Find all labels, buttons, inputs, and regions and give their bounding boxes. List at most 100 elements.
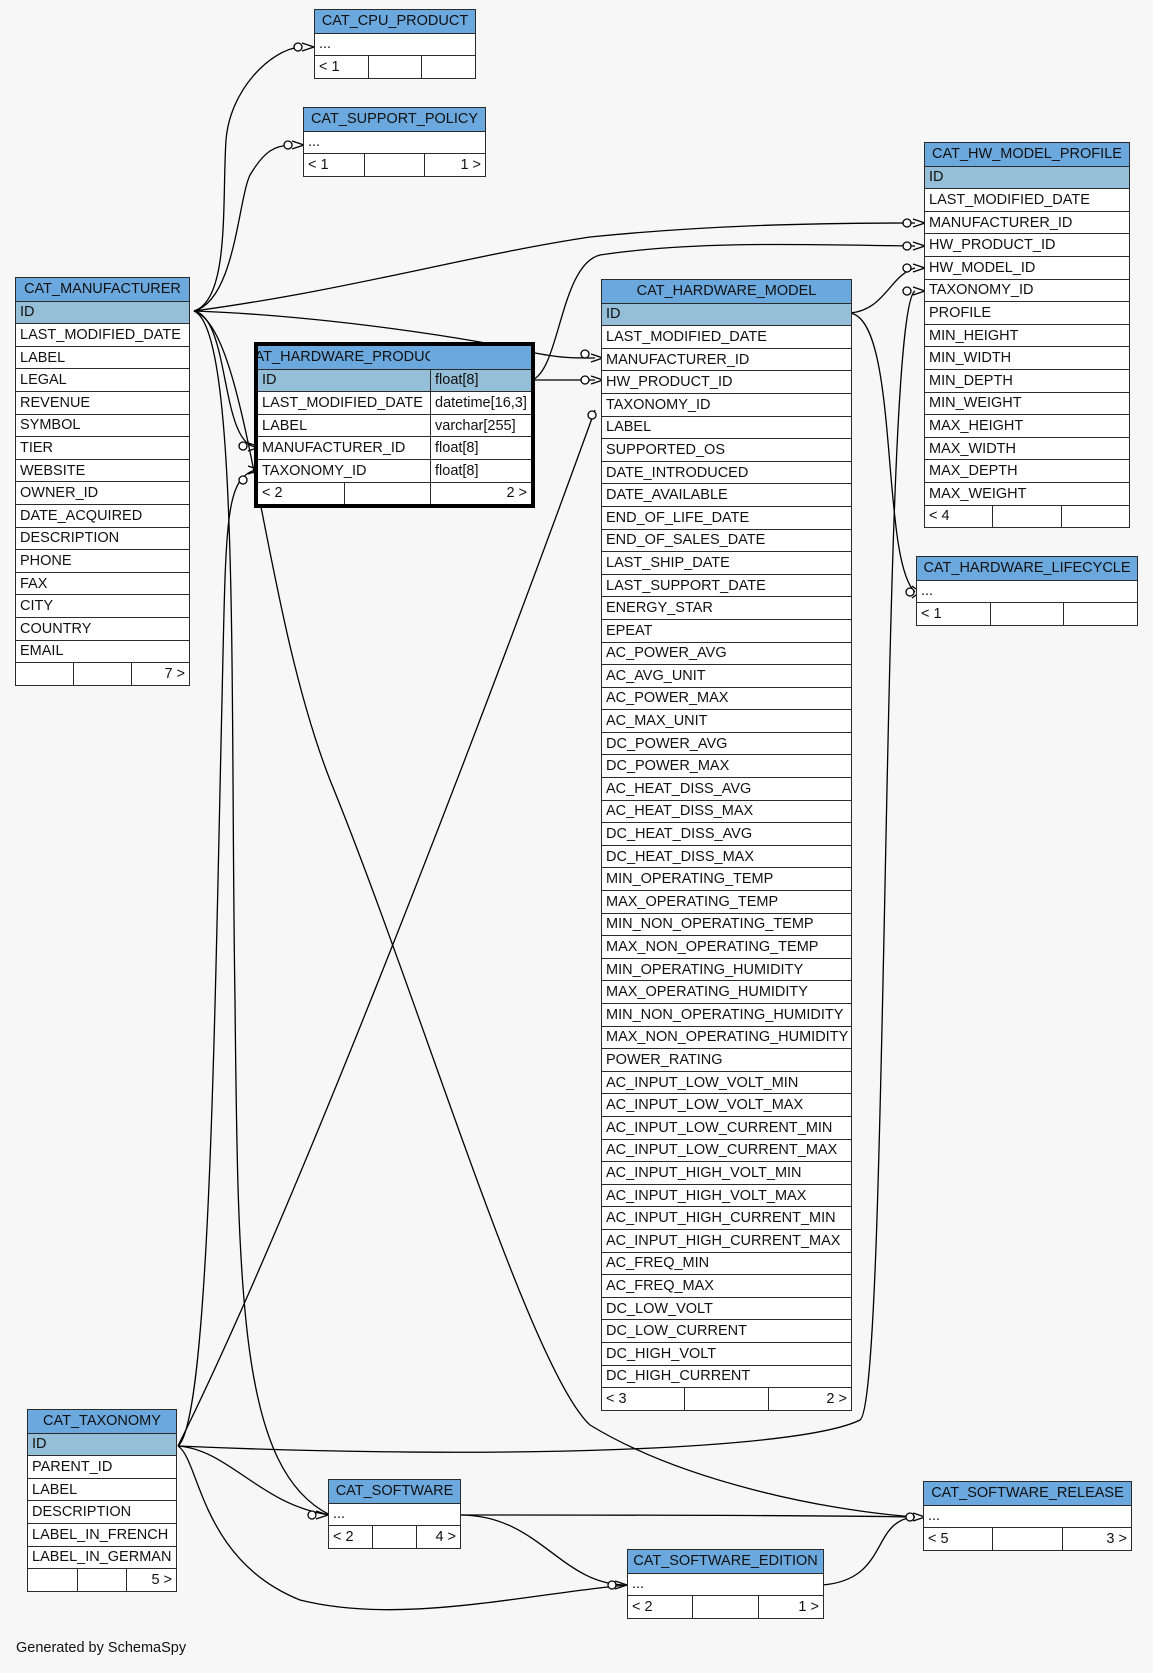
column-row[interactable]: AC_FREQ_MIN bbox=[602, 1251, 851, 1275]
table-title[interactable]: CAT_SOFTWARE bbox=[329, 1480, 460, 1503]
column-row[interactable]: OWNER_ID bbox=[16, 481, 189, 504]
column-row[interactable]: ... bbox=[304, 130, 485, 154]
column-row[interactable]: MAX_WEIGHT bbox=[925, 481, 1129, 505]
column-row[interactable]: MAX_OPERATING_HUMIDITY bbox=[602, 980, 851, 1003]
column-row[interactable]: DESCRIPTION bbox=[28, 1500, 176, 1523]
column-row[interactable]: DATE_INTRODUCED bbox=[602, 460, 851, 484]
primary-key-row[interactable]: ID bbox=[602, 302, 851, 326]
table-title[interactable]: CAT_SOFTWARE_RELEASE bbox=[924, 1482, 1131, 1505]
column-row[interactable]: ... bbox=[917, 579, 1137, 603]
primary-key-row[interactable]: ID bbox=[16, 300, 189, 324]
column-row[interactable]: LAST_MODIFIED_DATE bbox=[602, 325, 851, 348]
column-row[interactable]: MAX_DEPTH bbox=[925, 459, 1129, 482]
table-title[interactable]: CAT_TAXONOMY bbox=[28, 1410, 176, 1433]
table-cat-hardware-model[interactable]: CAT_HARDWARE_MODEL ID LAST_MODIFIED_DATE… bbox=[601, 279, 852, 1411]
column-row[interactable]: ... bbox=[329, 1502, 460, 1526]
table-cat-hw-model-profile[interactable]: CAT_HW_MODEL_PROFILE ID LAST_MODIFIED_DA… bbox=[924, 142, 1130, 529]
column-row[interactable]: MIN_NON_OPERATING_HUMIDITY bbox=[602, 1003, 851, 1026]
column-row[interactable]: TAXONOMY_ID bbox=[602, 392, 851, 416]
column-row[interactable]: DC_POWER_AVG bbox=[602, 731, 851, 755]
column-row[interactable]: REVENUE bbox=[16, 390, 189, 414]
column-row[interactable]: AC_AVG_UNIT bbox=[602, 664, 851, 687]
column-row[interactable]: LABEL bbox=[16, 345, 189, 369]
table-title[interactable]: CAT_CPU_PRODUCT bbox=[315, 10, 475, 33]
table-nav-row[interactable]: 7 > bbox=[16, 662, 189, 685]
column-row[interactable]: FAX bbox=[16, 571, 189, 595]
column-row[interactable]: LAST_MODIFIED_DATE bbox=[16, 323, 189, 346]
column-row[interactable]: MIN_OPERATING_HUMIDITY bbox=[602, 957, 851, 981]
column-row[interactable]: LAST_SHIP_DATE bbox=[602, 551, 851, 574]
column-row[interactable]: AC_INPUT_LOW_CURRENT_MAX bbox=[602, 1138, 851, 1162]
column-row[interactable]: ENERGY_STAR bbox=[602, 596, 851, 619]
column-row[interactable]: AC_INPUT_LOW_VOLT_MIN bbox=[602, 1070, 851, 1094]
column-row[interactable]: ... bbox=[315, 32, 475, 56]
column-row[interactable]: END_OF_LIFE_DATE bbox=[602, 505, 851, 529]
column-row[interactable]: PROFILE bbox=[925, 301, 1129, 324]
column-row[interactable]: AC_INPUT_LOW_CURRENT_MIN bbox=[602, 1115, 851, 1139]
primary-key-row[interactable]: ID bbox=[925, 165, 1129, 189]
column-row[interactable]: AC_MAX_UNIT bbox=[602, 709, 851, 732]
column-row[interactable]: MIN_WEIGHT bbox=[925, 391, 1129, 415]
column-row[interactable]: AC_INPUT_HIGH_VOLT_MIN bbox=[602, 1161, 851, 1184]
column-row[interactable]: AC_POWER_MAX bbox=[602, 686, 851, 710]
column-row[interactable]: AC_HEAT_DISS_AVG bbox=[602, 777, 851, 800]
column-row[interactable]: AC_INPUT_HIGH_CURRENT_MIN bbox=[602, 1206, 851, 1229]
column-row[interactable]: ... bbox=[628, 1572, 823, 1596]
column-row[interactable]: MANUFACTURER_ID bbox=[925, 210, 1129, 234]
column-row[interactable]: DC_HEAT_DISS_MAX bbox=[602, 844, 851, 868]
table-cat-hardware-lifecycle[interactable]: CAT_HARDWARE_LIFECYCLE ... < 1 bbox=[916, 556, 1138, 626]
column-row[interactable]: HW_MODEL_ID bbox=[925, 255, 1129, 279]
table-title[interactable]: CAT_MANUFACTURER bbox=[16, 278, 189, 301]
column-row[interactable]: DESCRIPTION bbox=[16, 526, 189, 550]
column-row[interactable]: MIN_NON_OPERATING_TEMP bbox=[602, 912, 851, 936]
column-row[interactable]: DC_HIGH_VOLT bbox=[602, 1341, 851, 1365]
column-row[interactable]: AC_POWER_AVG bbox=[602, 641, 851, 665]
column-row[interactable]: AC_FREQ_MAX bbox=[602, 1274, 851, 1297]
column-row[interactable]: CITY bbox=[16, 594, 189, 617]
column-row[interactable]: AC_INPUT_HIGH_VOLT_MAX bbox=[602, 1183, 851, 1207]
table-title[interactable]: CAT_SUPPORT_POLICY bbox=[304, 108, 485, 131]
column-row[interactable]: AC_HEAT_DISS_MAX bbox=[602, 799, 851, 823]
column-row[interactable]: LAST_MODIFIED_DATE bbox=[925, 188, 1129, 211]
table-title[interactable]: CAT_HW_MODEL_PROFILE bbox=[925, 143, 1129, 166]
table-title[interactable]: CAT_HARDWARE_LIFECYCLE bbox=[917, 557, 1137, 580]
column-row[interactable]: AC_INPUT_LOW_VOLT_MAX bbox=[602, 1093, 851, 1116]
column-row[interactable]: DC_HEAT_DISS_AVG bbox=[602, 822, 851, 845]
column-row[interactable]: DC_POWER_MAX bbox=[602, 754, 851, 777]
column-row[interactable]: WEBSITE bbox=[16, 458, 189, 482]
column-row[interactable]: MAX_HEIGHT bbox=[925, 414, 1129, 437]
column-row[interactable]: LAST_SUPPORT_DATE bbox=[602, 573, 851, 597]
column-row[interactable]: COUNTRY bbox=[16, 616, 189, 640]
column-row[interactable]: SYMBOL bbox=[16, 413, 189, 437]
column-row[interactable]: LABEL bbox=[602, 415, 851, 439]
column-row[interactable]: ... bbox=[924, 1504, 1131, 1528]
column-row[interactable]: DC_LOW_CURRENT bbox=[602, 1319, 851, 1342]
column-row[interactable]: DC_LOW_VOLT bbox=[602, 1296, 851, 1320]
table-title[interactable]: CAT_SOFTWARE_EDITION bbox=[628, 1550, 823, 1573]
table-nav-row[interactable]: < 1 bbox=[917, 602, 1137, 625]
column-row[interactable]: EMAIL bbox=[16, 639, 189, 663]
column-row[interactable]: MAX_OPERATING_TEMP bbox=[602, 890, 851, 913]
table-nav-row[interactable]: < 4 bbox=[925, 504, 1129, 528]
column-row[interactable]: TIER bbox=[16, 436, 189, 459]
table-title[interactable]: CAT_HARDWARE_PRODUCT bbox=[258, 346, 531, 369]
column-row[interactable]: MAX_WIDTH bbox=[925, 436, 1129, 460]
column-row[interactable]: PARENT_ID bbox=[28, 1455, 176, 1478]
table-cat-manufacturer[interactable]: CAT_MANUFACTURER ID LAST_MODIFIED_DATE L… bbox=[15, 277, 190, 686]
column-row[interactable]: MIN_HEIGHT bbox=[925, 323, 1129, 347]
column-row[interactable]: PHONE bbox=[16, 549, 189, 572]
column-row[interactable]: END_OF_SALES_DATE bbox=[602, 528, 851, 552]
column-row[interactable]: MIN_WIDTH bbox=[925, 346, 1129, 369]
column-row[interactable]: SUPPORTED_OS bbox=[602, 438, 851, 461]
